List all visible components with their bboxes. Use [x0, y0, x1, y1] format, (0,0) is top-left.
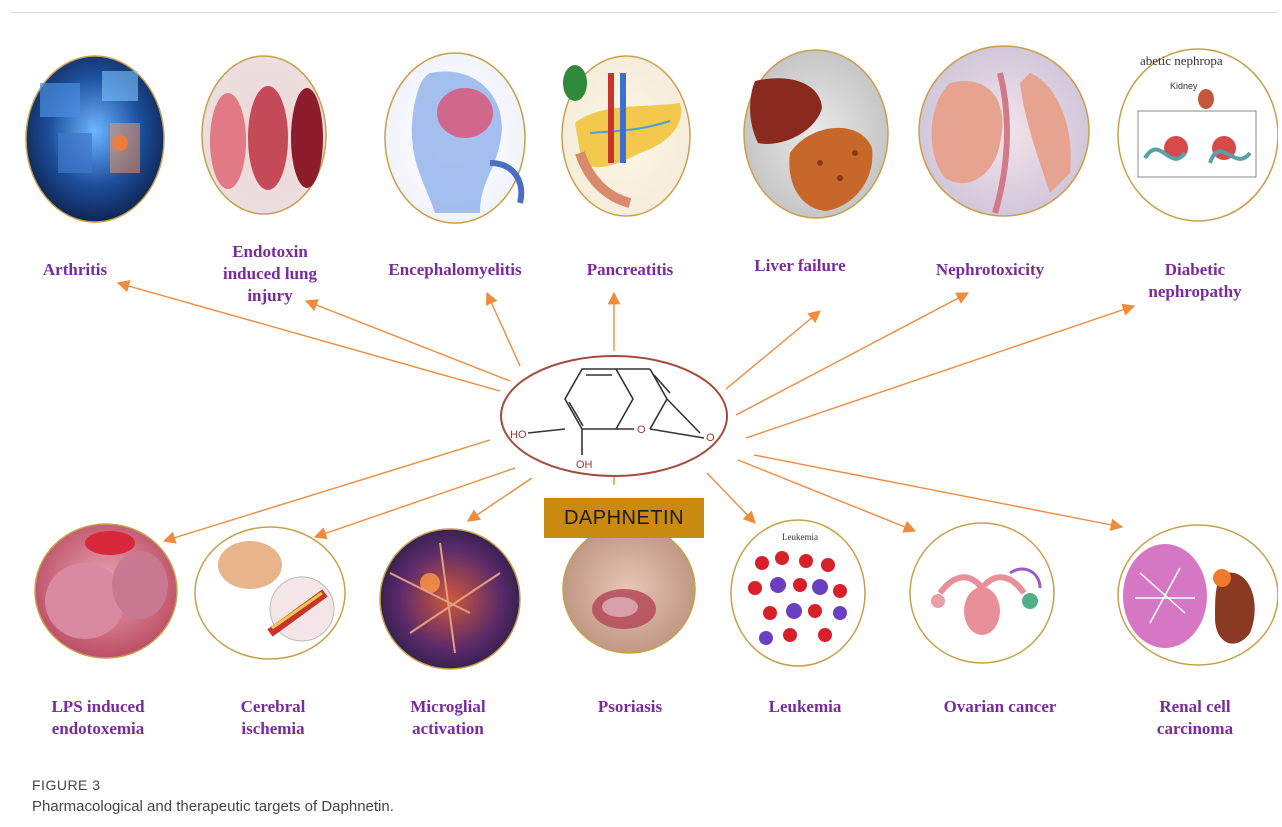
label-cerebral-ischemia: Cerebral ischemia	[218, 696, 328, 740]
arrow-liver-failure	[726, 311, 820, 389]
diabetic-nephropathy-image: abetic nephropa Kidney	[1118, 49, 1278, 221]
label-ovarian-cancer: Ovarian cancer	[925, 696, 1075, 718]
atom-ho: HO	[510, 429, 527, 441]
liver-image	[744, 50, 888, 218]
leukemia-image: Leukemia	[731, 520, 865, 666]
arrow-nephrotoxicity	[736, 293, 968, 415]
arthritis-image	[26, 56, 164, 222]
ovarian-image	[910, 523, 1054, 663]
label-arthritis: Arthritis	[20, 259, 130, 281]
arrow-microglial	[468, 478, 532, 521]
diabetic-inset-title: abetic nephropa	[1140, 53, 1223, 68]
daphnetin-hub: HO OH O O	[501, 356, 727, 476]
atom-carbonyl-o: O	[706, 432, 715, 444]
label-leukemia: Leukemia	[750, 696, 860, 718]
microglia-image	[380, 529, 520, 669]
label-encephalomyelitis: Encephalomyelitis	[365, 259, 545, 281]
diagram-canvas: HO OH O O	[10, 13, 1278, 773]
diabetic-inset-kidney: Kidney	[1170, 81, 1198, 91]
atom-oh: OH	[576, 459, 593, 471]
figure-frame: HO OH O O	[10, 12, 1278, 824]
arrow-lung-injury	[306, 301, 510, 381]
endotoxemia-image	[35, 524, 177, 658]
label-pancreatitis: Pancreatitis	[565, 259, 695, 281]
pancreas-image	[562, 56, 690, 216]
figure-caption: Pharmacological and therapeutic targets …	[32, 798, 394, 815]
compound-name-box: DAPHNETIN	[544, 498, 704, 538]
label-diabetic-nephropathy: Diabetic nephropathy	[1135, 259, 1255, 303]
renal-carcinoma-image	[1118, 525, 1278, 665]
cerebral-ischemia-image	[195, 527, 345, 659]
atom-ring-o: O	[637, 424, 646, 436]
label-endotoxin-lung-injury: Endotoxin induced lung injury	[205, 241, 335, 307]
arrow-encephalomyelitis	[487, 293, 520, 366]
label-lps-endotoxemia: LPS induced endotoxemia	[28, 696, 168, 740]
brain-image	[385, 53, 525, 223]
arrow-renal	[754, 455, 1122, 527]
arrow-diabetic-nephropathy	[746, 306, 1134, 438]
arrow-leukemia	[707, 473, 755, 523]
figure-number: FIGURE 3	[32, 777, 101, 793]
psoriasis-image	[563, 525, 695, 653]
leukemia-inset-title: Leukemia	[782, 532, 818, 542]
label-liver-failure: Liver failure	[740, 255, 860, 277]
arrow-cerebral-ischemia	[315, 468, 515, 537]
label-microglial-activation: Microglial activation	[388, 696, 508, 740]
label-renal-cell-carcinoma: Renal cell carcinoma	[1140, 696, 1250, 740]
arrow-lps-endotoxemia	[164, 440, 490, 541]
label-nephrotoxicity: Nephrotoxicity	[915, 259, 1065, 281]
kidney-image	[919, 46, 1089, 216]
arrow-ovarian	[738, 460, 915, 531]
label-psoriasis: Psoriasis	[570, 696, 690, 718]
lung-image	[202, 56, 326, 214]
